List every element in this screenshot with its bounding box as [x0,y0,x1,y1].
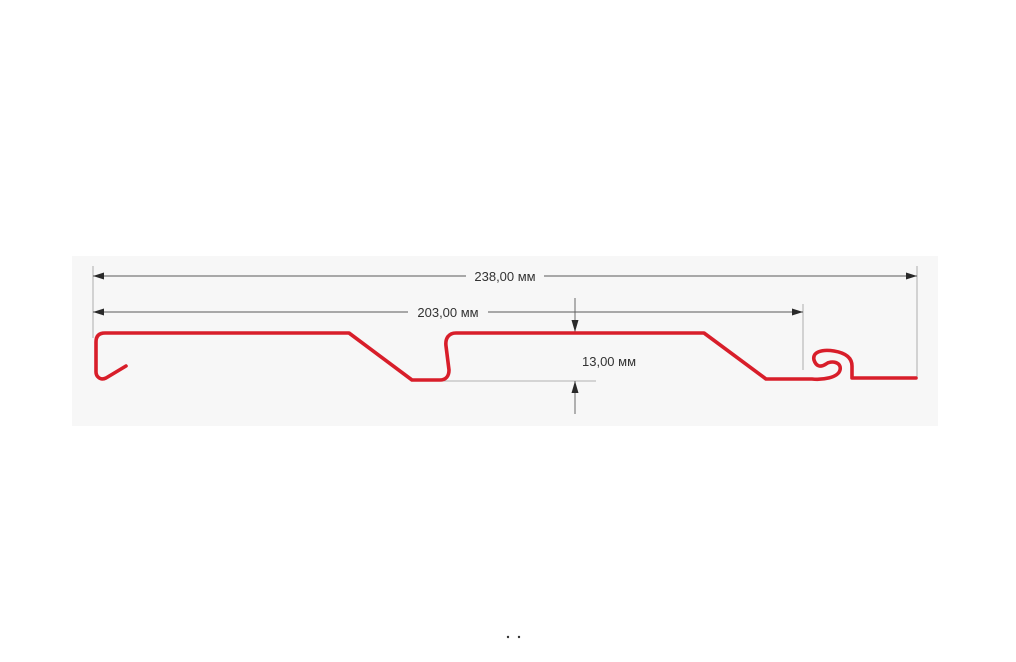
arrow-left-icon [93,272,104,280]
arrow-left-icon [93,308,104,316]
working-width-label: 203,00 мм [417,305,478,320]
overall-width-dimension: 238,00 мм [93,268,917,285]
working-width-dimension: 203,00 мм [93,304,803,321]
bottom-dot-left [506,635,510,639]
arrow-up-icon [571,381,579,393]
bottom-dot-right [517,635,521,639]
overall-width-label: 238,00 мм [474,269,535,284]
arrow-down-icon [571,320,579,332]
profile-depth-dimension: 13,00 мм [571,298,636,414]
arrow-right-icon [792,308,803,316]
overall-width-label-bg [466,268,544,285]
profile-depth-label: 13,00 мм [582,354,636,369]
arrow-right-icon [906,272,917,280]
working-width-label-bg [408,304,488,321]
siding-profile [94,331,918,382]
